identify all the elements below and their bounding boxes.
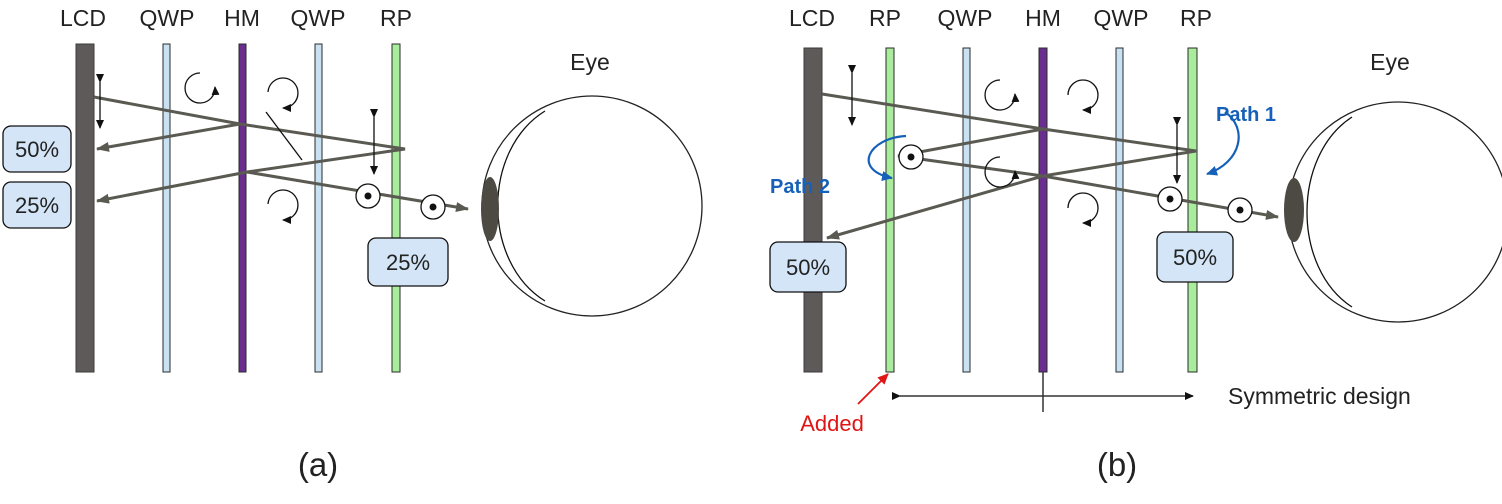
circular-polarization-icon (1067, 79, 1099, 114)
quarter-wave-plate (1115, 47, 1124, 373)
circular-polarization-icon (267, 77, 299, 112)
symmetric-design-indicator (892, 372, 1194, 412)
out-of-plane-polarization-icon (420, 194, 446, 220)
half-mirror (1038, 47, 1048, 373)
added-arrow (857, 373, 889, 405)
qwp-label: QWP (140, 5, 195, 31)
lcd-panel (803, 47, 823, 373)
lcd-panel (75, 43, 95, 373)
percent-badge: 25% (367, 237, 449, 287)
path-2-arrow (867, 134, 907, 181)
eye-label: Eye (570, 49, 610, 75)
circular-polarization-icon (984, 156, 1020, 188)
path-2-label: Path 2 (770, 176, 830, 198)
eye-label: Eye (1370, 49, 1410, 75)
path-1-label: Path 1 (1216, 104, 1276, 126)
eye (1284, 101, 1502, 323)
svg-text:50%: 50% (15, 137, 59, 162)
circular-polarization-icon (184, 72, 220, 104)
hm-label: HM (224, 5, 260, 31)
lcd-label: LCD (789, 5, 835, 31)
circular-polarization-icon (267, 189, 299, 224)
svg-text:25%: 25% (15, 193, 59, 218)
quarter-wave-plate (962, 47, 971, 373)
percent-badge: 50% (1156, 231, 1234, 283)
out-of-plane-polarization-icon (1227, 197, 1253, 223)
hm-label: HM (1025, 5, 1061, 31)
svg-text:25%: 25% (386, 250, 430, 275)
light-rays (93, 95, 469, 212)
reflective-polarizer (391, 43, 401, 373)
half-mirror (238, 43, 247, 373)
out-of-plane-polarization-icon (1157, 186, 1183, 212)
svg-text:50%: 50% (1173, 245, 1217, 270)
quarter-wave-plate (314, 43, 323, 373)
quarter-wave-plate (162, 43, 171, 373)
panel-b-caption: (b) (1097, 446, 1137, 483)
panel-a: LCD QWP HM QWP RP Eye (2, 5, 703, 483)
out-of-plane-polarization-icon (355, 183, 381, 209)
added-label: Added (800, 411, 864, 436)
panel-b: LCD RP QWP HM QWP RP Eye (769, 5, 1502, 483)
svg-text:50%: 50% (786, 255, 830, 280)
percent-badge: 50% (2, 125, 72, 173)
qwp-label: QWP (291, 5, 346, 31)
eye (481, 95, 703, 317)
qwp-label: QWP (1094, 5, 1149, 31)
rp-label: RP (1180, 5, 1212, 31)
percent-badge: 25% (2, 181, 72, 229)
lcd-label: LCD (60, 5, 106, 31)
qwp-label: QWP (938, 5, 993, 31)
path-1-arrow (1206, 111, 1240, 176)
circular-polarization-icon (1067, 192, 1099, 227)
panel-a-caption: (a) (298, 446, 338, 483)
reflective-polarizer-added (885, 47, 895, 373)
rp-label: RP (869, 5, 901, 31)
out-of-plane-polarization-icon (898, 144, 924, 170)
circular-polarization-icon (984, 79, 1020, 111)
rp-label: RP (380, 5, 412, 31)
symmetric-design-label: Symmetric design (1228, 383, 1411, 409)
percent-badge: 50% (769, 241, 847, 293)
reflective-polarizer (1187, 47, 1198, 373)
